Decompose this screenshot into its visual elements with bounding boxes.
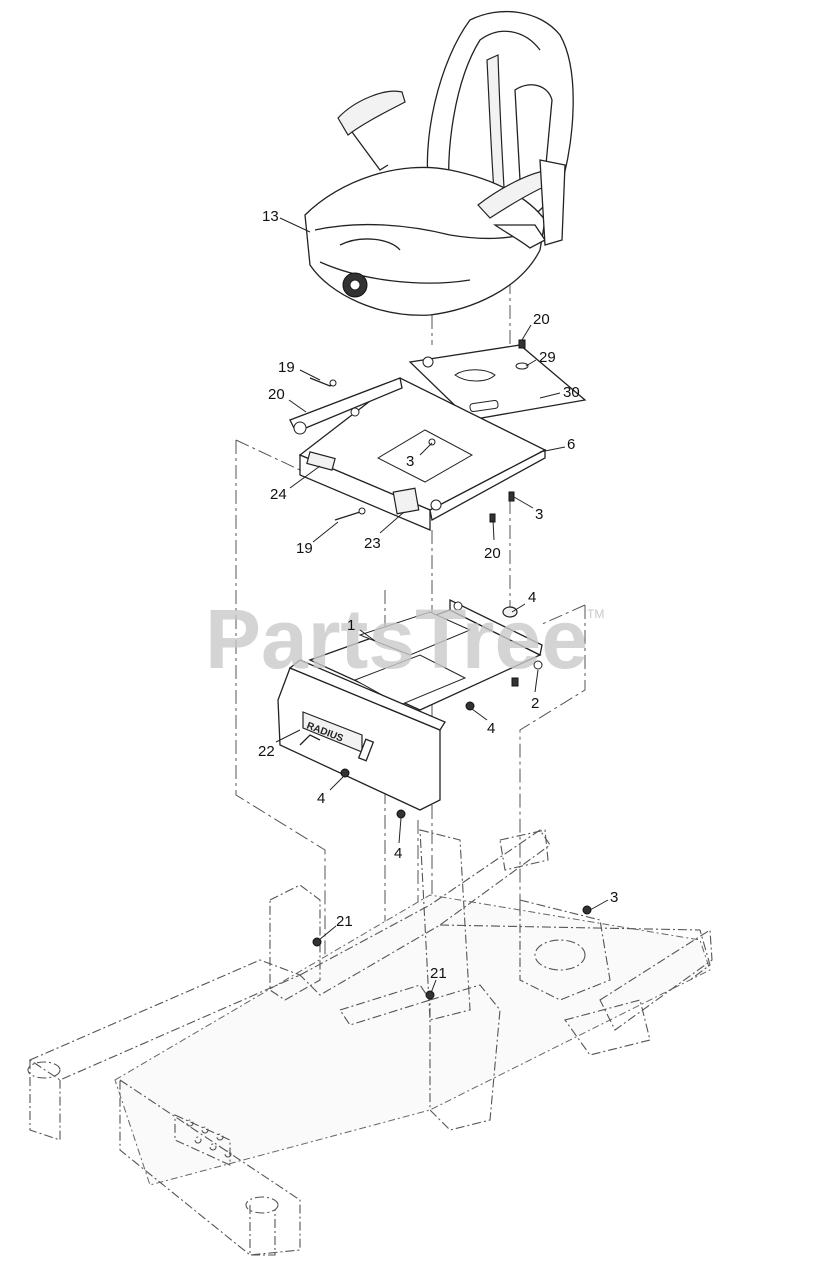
seat-assembly	[304, 10, 574, 316]
callout-label-1: 1	[347, 617, 355, 634]
watermark: PartsTree TM	[205, 592, 604, 686]
callout-label-21: 21	[336, 913, 353, 930]
callout-label-3: 3	[406, 453, 414, 470]
callout-label-24: 24	[270, 486, 287, 503]
front-panel-22: RADIUS	[277, 659, 446, 819]
callout-label-4: 4	[394, 845, 402, 862]
callout-label-23: 23	[364, 535, 381, 552]
callout-label-2: 2	[531, 695, 539, 712]
callout-label-20: 20	[484, 545, 501, 562]
mower-chassis-frame	[27, 829, 713, 1256]
callout-label-19: 19	[278, 359, 295, 376]
callout-label-3: 3	[535, 506, 543, 523]
callout-label-21: 21	[430, 965, 447, 982]
callout-label-19: 19	[296, 540, 313, 557]
seat-hardware	[309, 339, 529, 523]
watermark-trademark: TM	[587, 607, 604, 621]
callout-label-13: 13	[262, 208, 279, 225]
callout-leaders	[275, 217, 609, 994]
callout-label-22: 22	[258, 743, 275, 760]
callout-label-20: 20	[533, 311, 550, 328]
callout-label-4: 4	[528, 589, 536, 606]
seat-pan-frame-6	[289, 377, 547, 531]
callout-labels: 13 20 29 19 20 30 6 3 24 3 19 23 20 4 1 …	[258, 208, 618, 982]
callout-label-4: 4	[317, 790, 325, 807]
callout-label-4: 4	[487, 720, 495, 737]
callout-label-6: 6	[567, 436, 575, 453]
callout-label-20: 20	[268, 386, 285, 403]
seat-plate-30	[408, 344, 587, 421]
watermark-text: PartsTree	[205, 592, 588, 686]
mounting-plate-1	[308, 598, 543, 711]
callout-label-30: 30	[563, 384, 580, 401]
callout-label-29: 29	[539, 349, 556, 366]
callout-label-3: 3	[610, 889, 618, 906]
